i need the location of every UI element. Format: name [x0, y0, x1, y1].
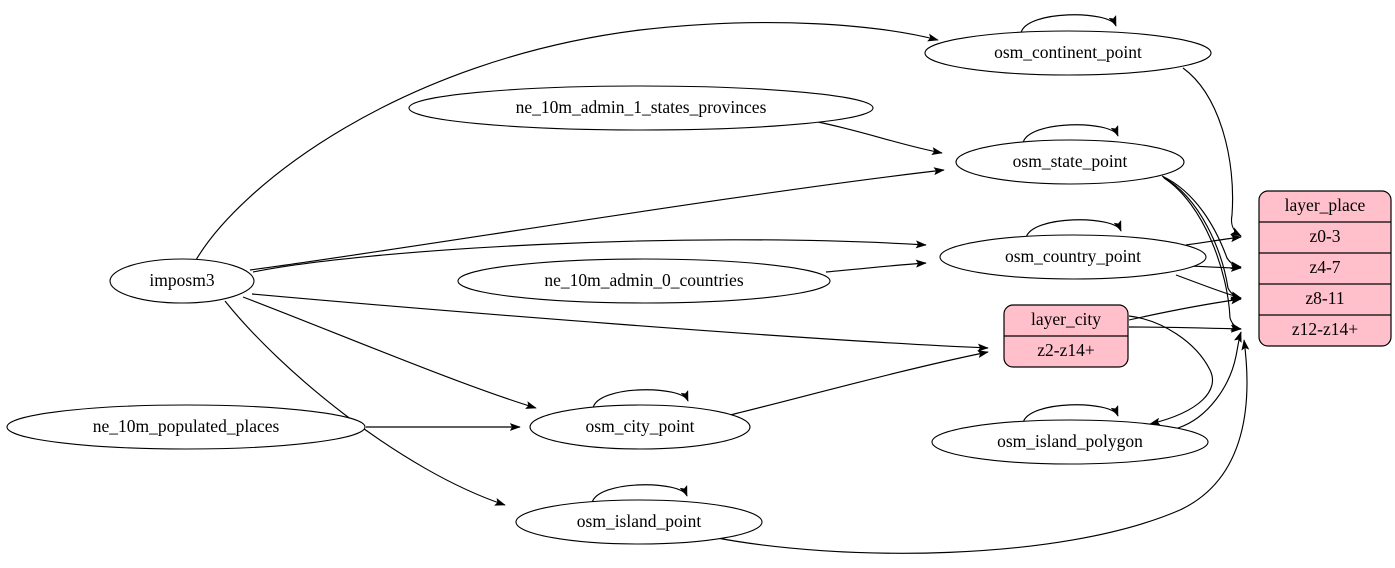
node-osm-continent-point[interactable]: osm_continent_point	[924, 30, 1212, 76]
node-imposm3-shape[interactable]	[109, 258, 255, 304]
edge-ne-countries-to-osm-country-point	[825, 259, 927, 273]
edges-layer	[195, 14, 1250, 554]
node-ne-10m-populated-places[interactable]: ne_10m_populated_places	[6, 404, 366, 450]
record-layer-place[interactable]: layer_place z0-3 z4-7 z8-11 z12-z14+	[1258, 190, 1392, 347]
record-layer-city[interactable]: layer_city z2-z14+	[1003, 304, 1129, 368]
self-loop-osm-country-point	[1025, 219, 1122, 239]
edge-imposm3-to-osm-island-point	[224, 300, 506, 506]
node-osm-state-point[interactable]: osm_state_point	[955, 139, 1185, 185]
edge-osm-city-point-to-layer-city	[729, 350, 989, 416]
edge-osm-state-point-to-layer-place-z8-11	[1162, 176, 1242, 301]
self-loop-osm-island-point	[591, 484, 688, 504]
edge-imposm3-to-layer-city	[251, 293, 989, 352]
edge-osm-island-point-to-layer-place-z12	[711, 339, 1250, 554]
edge-ne-states-to-osm-state-point	[817, 121, 943, 156]
edge-layer-city-to-layer-place-z12	[1128, 324, 1242, 333]
edge-imposm3-to-osm-country-point	[252, 239, 927, 273]
edge-osm-country-point-to-layer-place-z8-11	[1175, 274, 1242, 300]
node-ne-countries-shape[interactable]	[457, 258, 831, 304]
edge-osm-country-point-to-layer-place-z4-7	[1191, 263, 1242, 272]
edge-imposm3-to-osm-city-point	[242, 296, 537, 409]
node-osm-country-point[interactable]: osm_country_point	[939, 234, 1207, 280]
node-osm-country-point-shape[interactable]	[939, 234, 1207, 280]
node-ne-10m-admin-0-countries[interactable]: ne_10m_admin_0_countries	[457, 258, 831, 304]
node-osm-island-polygon[interactable]: osm_island_polygon	[931, 419, 1209, 465]
node-ne-states-shape[interactable]	[408, 85, 874, 131]
node-osm-island-point-shape[interactable]	[515, 499, 763, 545]
edge-osm-country-point-to-layer-place-z0-3	[1185, 234, 1242, 246]
self-loop-osm-city-point	[592, 389, 689, 409]
self-loop-osm-continent-point	[1020, 14, 1117, 34]
nodes-layer: imposm3 ne_10m_admin_1_states_provinces …	[6, 30, 1212, 545]
self-loop-osm-state-point	[1022, 124, 1119, 144]
node-osm-city-point-shape[interactable]	[529, 404, 751, 450]
record-layer-place-body[interactable]	[1258, 190, 1392, 347]
edge-osm-continent-point-to-layer-place-z0-3	[1182, 67, 1242, 237]
node-ne-populated-shape[interactable]	[6, 404, 366, 450]
node-ne-10m-admin-1-states-provinces[interactable]: ne_10m_admin_1_states_provinces	[408, 85, 874, 131]
edge-osm-island-polygon-to-layer-place-z12	[1177, 331, 1242, 429]
node-osm-continent-point-shape[interactable]	[924, 30, 1212, 76]
self-loop-osm-island-polygon	[1022, 404, 1119, 424]
node-osm-island-point[interactable]: osm_island_point	[515, 499, 763, 545]
edge-imposm3-to-osm-state-point	[249, 167, 945, 271]
node-imposm3[interactable]: imposm3	[109, 258, 255, 304]
node-osm-state-point-shape[interactable]	[955, 139, 1185, 185]
node-osm-city-point[interactable]: osm_city_point	[529, 404, 751, 450]
node-osm-island-polygon-shape[interactable]	[931, 419, 1209, 465]
edge-imposm3-to-osm-continent-point	[195, 22, 939, 261]
edge-layer-city-to-layer-place-z8-11	[1128, 296, 1242, 321]
edge-layer-city-to-osm-island-polygon	[1128, 315, 1214, 426]
